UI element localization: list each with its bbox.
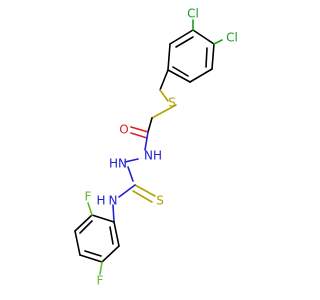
thiourea-bond [127, 166, 134, 182]
hydrogen-label-aryl: H [96, 194, 105, 208]
nitrogen-label-aryl: N [109, 194, 118, 208]
chlorine-label-top: Cl [187, 7, 199, 21]
sulfur-label-thione: S [156, 194, 164, 208]
sulfur-label-thioether: S [168, 96, 176, 110]
nitrogen-label-upper: NH [144, 149, 162, 163]
cl-bond-right [213, 39, 223, 45]
aryl-amine-bond [118, 184, 136, 198]
ring-bond [169, 29, 194, 45]
benzyl-bond [159, 69, 169, 91]
s-bond-left [159, 89, 169, 102]
ring-bond [91, 214, 115, 223]
atom-labels: Cl Cl S O NH HN N H S F F [85, 7, 238, 288]
ring-bond [192, 29, 215, 45]
ring-double-bond [175, 36, 194, 48]
ring-bond [74, 230, 81, 256]
carbonyl-double-bond [130, 132, 148, 139]
methylene-bond [147, 117, 153, 133]
oxygen-label: O [119, 123, 128, 137]
s-bond-right [151, 104, 177, 119]
ring-bond [211, 43, 215, 70]
nitrogen-label-lower: HN [109, 157, 127, 171]
fluorine-label-para: F [97, 274, 104, 288]
amide-bond [144, 131, 149, 151]
ring-double-bond [172, 66, 189, 77]
ring-bond [113, 221, 120, 247]
chlorine-label-right: Cl [226, 31, 238, 45]
ring-bond [101, 245, 120, 263]
f-bond-para [99, 261, 103, 275]
ring-bond [189, 68, 213, 83]
f-bond-ortho [87, 202, 93, 216]
molecule-drawing: Cl Cl S O NH HN N H S F F [74, 7, 238, 288]
ring-bond [74, 214, 93, 232]
n-aryl-bond [112, 204, 115, 223]
ring-bond [167, 43, 171, 71]
thione-double-bond [132, 190, 153, 203]
ring-double-bond [205, 47, 208, 68]
ring-bond [167, 69, 191, 83]
difluorophenyl-ring [74, 214, 120, 263]
ring-double-bond [84, 250, 102, 257]
carbonyl-bond [130, 126, 149, 133]
structure-diagram: Cl Cl S O NH HN N H S F F [74, 7, 238, 288]
thione-bond [134, 184, 156, 197]
dichlorophenyl-ring [167, 29, 215, 83]
ring-bond [79, 254, 103, 263]
ring-double-bond [79, 220, 93, 234]
hydrazine-bond [124, 158, 139, 163]
fluorine-label-ortho: F [85, 190, 92, 204]
ring-double-bond [109, 226, 114, 245]
